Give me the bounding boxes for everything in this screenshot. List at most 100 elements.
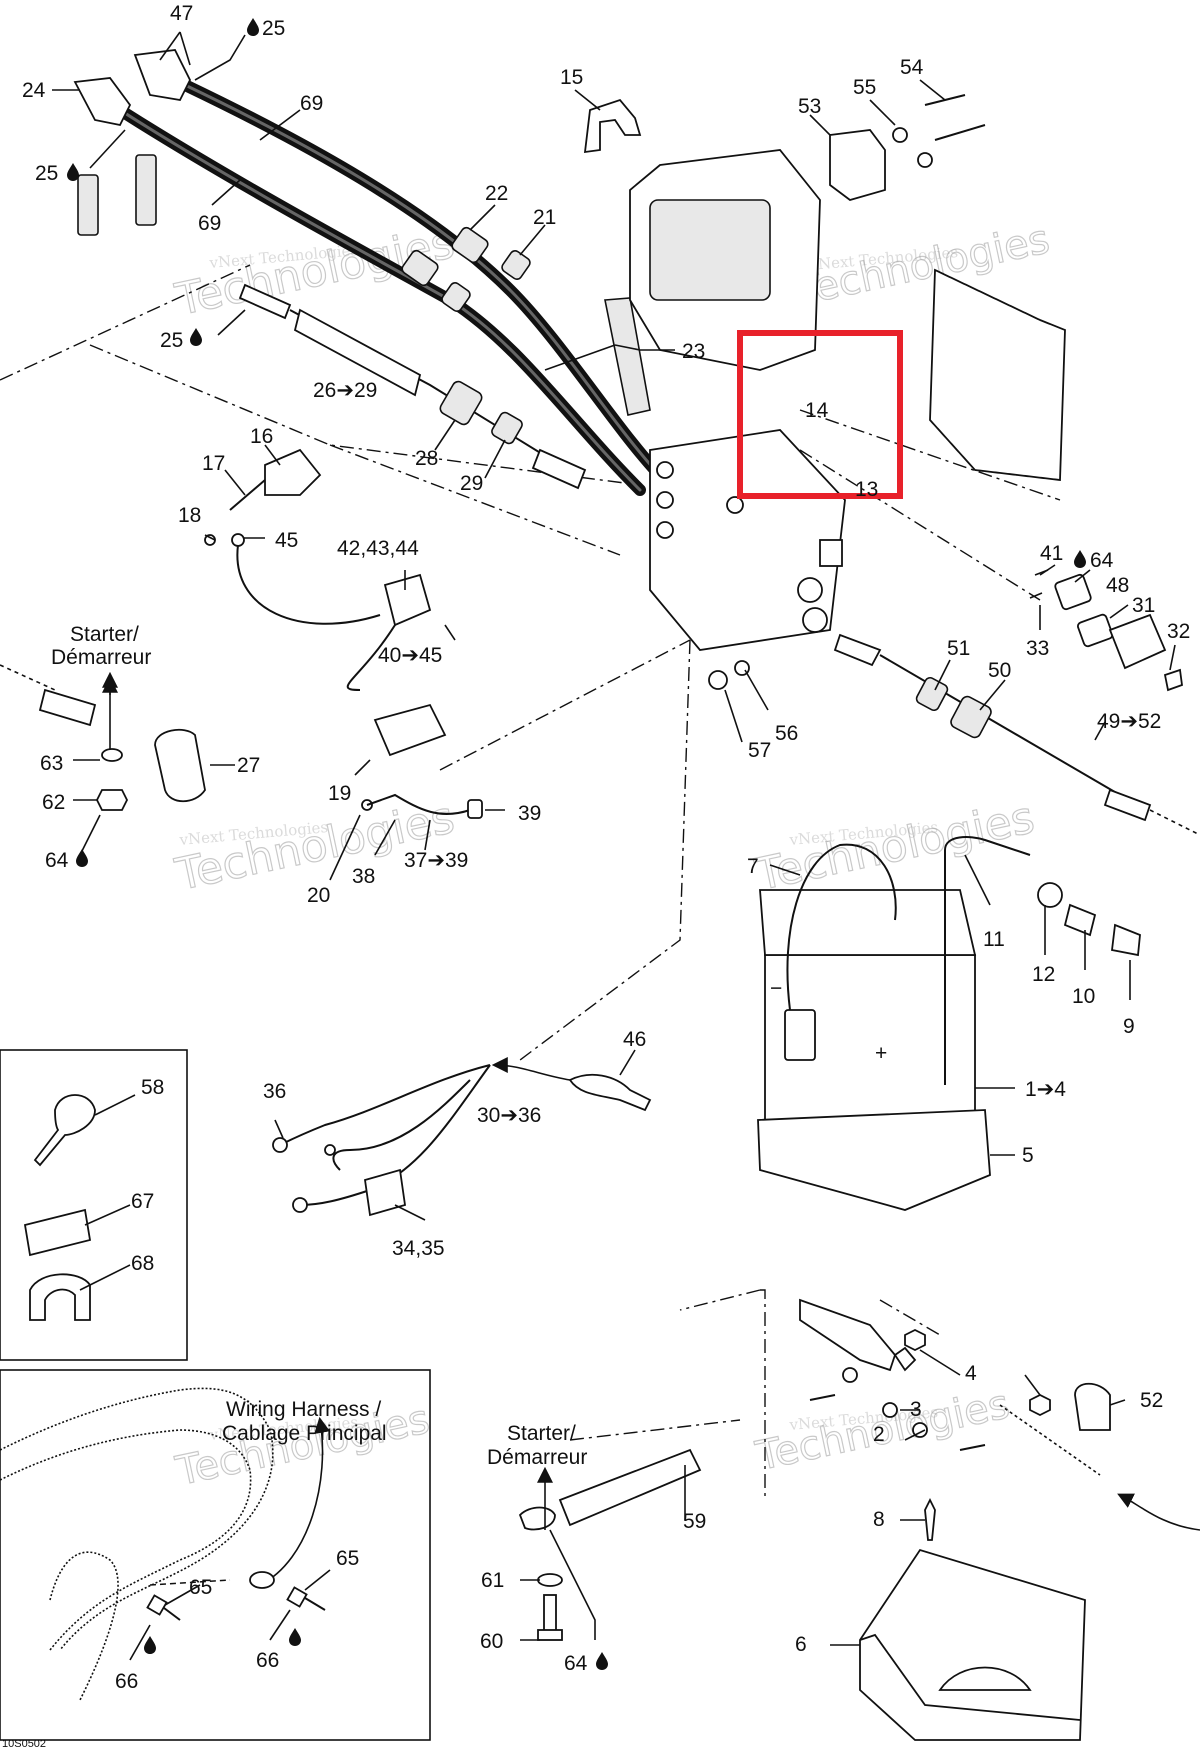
grommet-29 bbox=[491, 411, 523, 445]
label-63: 63 bbox=[40, 752, 63, 775]
label-20: 20 bbox=[307, 884, 330, 907]
starter-terminal bbox=[0, 664, 206, 811]
label-51: 51 bbox=[947, 637, 970, 660]
negative-cable bbox=[518, 1448, 702, 1641]
label-30-36: 30➔36 bbox=[477, 1104, 541, 1127]
mounting-bracket bbox=[929, 268, 1066, 482]
label-1-4: 1➔4 bbox=[1025, 1078, 1066, 1101]
wiring-harness-label: Wiring Harness / bbox=[226, 1398, 381, 1421]
label-59: 59 bbox=[683, 1510, 706, 1533]
label-53: 53 bbox=[798, 95, 821, 118]
holder-67 bbox=[23, 1208, 92, 1257]
tie-strap-58 bbox=[33, 1094, 96, 1167]
label-3: 3 bbox=[910, 1398, 922, 1421]
battery-tray-group bbox=[799, 1298, 1200, 1741]
clip-12 bbox=[1037, 882, 1063, 908]
starter-label-2: Starter/ bbox=[507, 1422, 576, 1445]
label-55: 55 bbox=[853, 76, 876, 99]
label-37-39: 37➔39 bbox=[404, 849, 468, 872]
cap-52 bbox=[1074, 1382, 1111, 1431]
label-60: 60 bbox=[480, 1630, 503, 1653]
boot-22b bbox=[401, 249, 439, 287]
label-54: 54 bbox=[900, 56, 924, 79]
label-34-35: 34,35 bbox=[392, 1237, 445, 1260]
leader-lines bbox=[52, 31, 1176, 1661]
label-28: 28 bbox=[415, 447, 438, 470]
label-7: 7 bbox=[747, 855, 759, 878]
label-32: 32 bbox=[1167, 620, 1190, 643]
spiral-wrap-23 bbox=[604, 297, 651, 416]
plug-9 bbox=[1111, 923, 1141, 957]
label-69: 69 bbox=[198, 212, 221, 235]
label-8: 8 bbox=[873, 1508, 885, 1531]
label-65: 65 bbox=[189, 1576, 212, 1599]
grommet-21b bbox=[441, 282, 471, 312]
grease-drop-icon bbox=[247, 18, 259, 36]
wiring-harness-inset bbox=[0, 1369, 431, 1741]
label-14: 14 bbox=[805, 399, 829, 422]
grommet-21 bbox=[501, 250, 531, 280]
grease-drop-icon bbox=[144, 1636, 156, 1654]
label-62: 62 bbox=[42, 791, 65, 814]
label-25: 25 bbox=[160, 329, 183, 352]
label-65: 65 bbox=[336, 1547, 359, 1570]
label-9: 9 bbox=[1123, 1015, 1135, 1038]
clip-68 bbox=[29, 1273, 91, 1321]
label-11: 11 bbox=[983, 928, 1005, 951]
label-10: 10 bbox=[1072, 985, 1095, 1008]
battery-cable-26 bbox=[238, 283, 587, 490]
label-27: 27 bbox=[237, 754, 260, 777]
label-48: 48 bbox=[1106, 574, 1129, 597]
label-36: 36 bbox=[263, 1080, 286, 1103]
battery-assembly: − + bbox=[757, 836, 1141, 1211]
label-66: 66 bbox=[115, 1670, 138, 1693]
label-23: 23 bbox=[682, 340, 705, 363]
vent-10 bbox=[1063, 903, 1097, 937]
label-49-52: 49➔52 bbox=[1097, 710, 1161, 733]
tie-strap-46 bbox=[568, 1073, 652, 1112]
label-52: 52 bbox=[1140, 1389, 1163, 1412]
battery-pad-5 bbox=[757, 1109, 991, 1211]
electrical-box bbox=[629, 149, 846, 651]
label-25: 25 bbox=[35, 162, 58, 185]
plus-sign: + bbox=[875, 1042, 887, 1065]
label-19: 19 bbox=[328, 782, 351, 805]
label-29: 29 bbox=[460, 472, 483, 495]
spark-plug-cap-47 bbox=[133, 49, 192, 101]
inset-clips bbox=[0, 1049, 188, 1361]
label-40-45: 40➔45 bbox=[378, 644, 442, 667]
connector-31 bbox=[1108, 613, 1167, 670]
label-38: 38 bbox=[352, 865, 375, 888]
minus-sign: − bbox=[770, 977, 782, 1000]
label-17: 17 bbox=[202, 452, 225, 475]
label-18: 18 bbox=[178, 504, 201, 527]
label-33: 33 bbox=[1026, 637, 1049, 660]
label-45: 45 bbox=[275, 529, 298, 552]
label-46: 46 bbox=[623, 1028, 646, 1051]
rivet-8 bbox=[924, 1497, 936, 1541]
assembly-lines bbox=[0, 149, 1061, 1500]
label-5: 5 bbox=[1022, 1144, 1034, 1167]
label-15: 15 bbox=[560, 66, 583, 89]
label-6: 6 bbox=[795, 1633, 807, 1656]
electrical-box-13 bbox=[649, 429, 846, 651]
positive-cable bbox=[708, 633, 1200, 836]
nut-57 bbox=[708, 670, 728, 690]
cablage-principal-label: Cablage Principal bbox=[222, 1422, 387, 1445]
label-31: 31 bbox=[1132, 594, 1155, 617]
grease-drop-icon bbox=[67, 163, 79, 181]
grease-drop-icon bbox=[289, 1628, 301, 1646]
demarreur-label-2: Démarreur bbox=[487, 1446, 587, 1469]
label-67: 67 bbox=[131, 1190, 154, 1213]
label-39: 39 bbox=[518, 802, 541, 825]
connector-31-group bbox=[1029, 569, 1183, 692]
label-64: 64 bbox=[564, 1652, 588, 1675]
label-4: 4 bbox=[965, 1362, 977, 1385]
label-69: 69 bbox=[300, 92, 323, 115]
grease-drop-icon bbox=[76, 849, 88, 867]
ignition-coil-19 bbox=[373, 703, 447, 757]
label-64: 64 bbox=[1090, 549, 1114, 572]
grease-drop-icon bbox=[1074, 550, 1086, 568]
